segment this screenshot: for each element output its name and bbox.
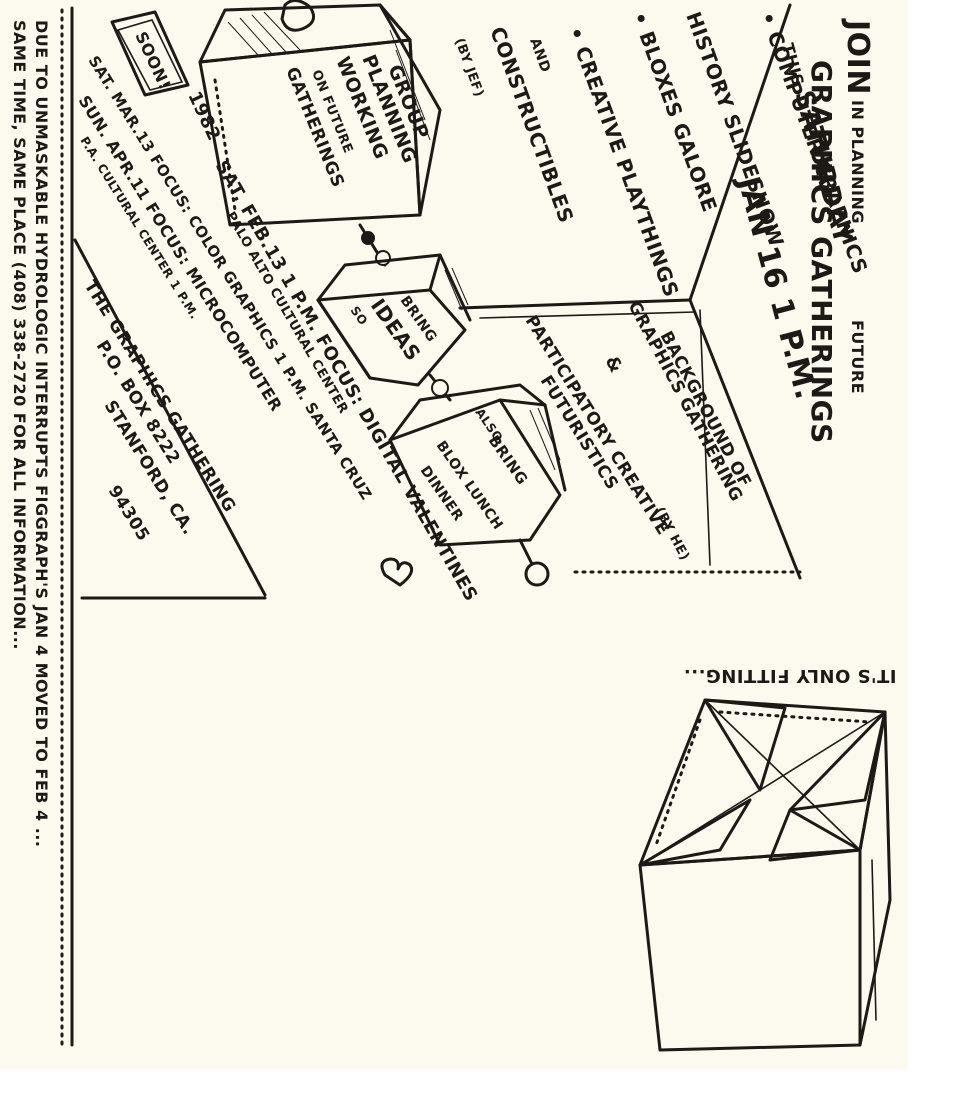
join-heading: JOIN [840,18,875,95]
agenda-item-by-jef: (BY JEF) [451,36,486,99]
ideas-box [316,253,472,387]
agenda-item-and: AND [526,36,553,75]
footer-line-1: DUE TO UNMASKABLE HYDROLOGIC INTERRUPTS … [32,20,51,847]
panel-ampersand: & [601,352,627,376]
box-connectors [358,223,550,587]
footer-line-2: SAME TIME, SAME PLACE (408) 338-2720 FOR… [10,20,29,650]
folded-box-drawing [638,698,892,1052]
address-zip: 94305 [104,482,154,545]
future-text: FUTURE [848,320,867,394]
group-planning-box [198,0,442,227]
blox-lunch-box [388,383,567,547]
heart-icon [380,557,414,587]
flyer-artwork: JOIN IN PLANNING FUTURE GRAPHICS GATHERI… [10,0,897,1052]
in-planning-text: IN PLANNING [848,100,867,224]
panel-graphics-gathering: GRAPHICS GATHERING [624,298,747,505]
its-text: IT'S ONLY FITTING... [683,665,896,686]
perspective-room [73,3,802,597]
graphics-gatherings-heading: GRAPHICS GATHERINGS [805,60,838,444]
soon-badge [110,10,190,97]
flyer-sheet: JOIN IN PLANNING FUTURE GRAPHICS GATHERI… [0,0,908,1070]
